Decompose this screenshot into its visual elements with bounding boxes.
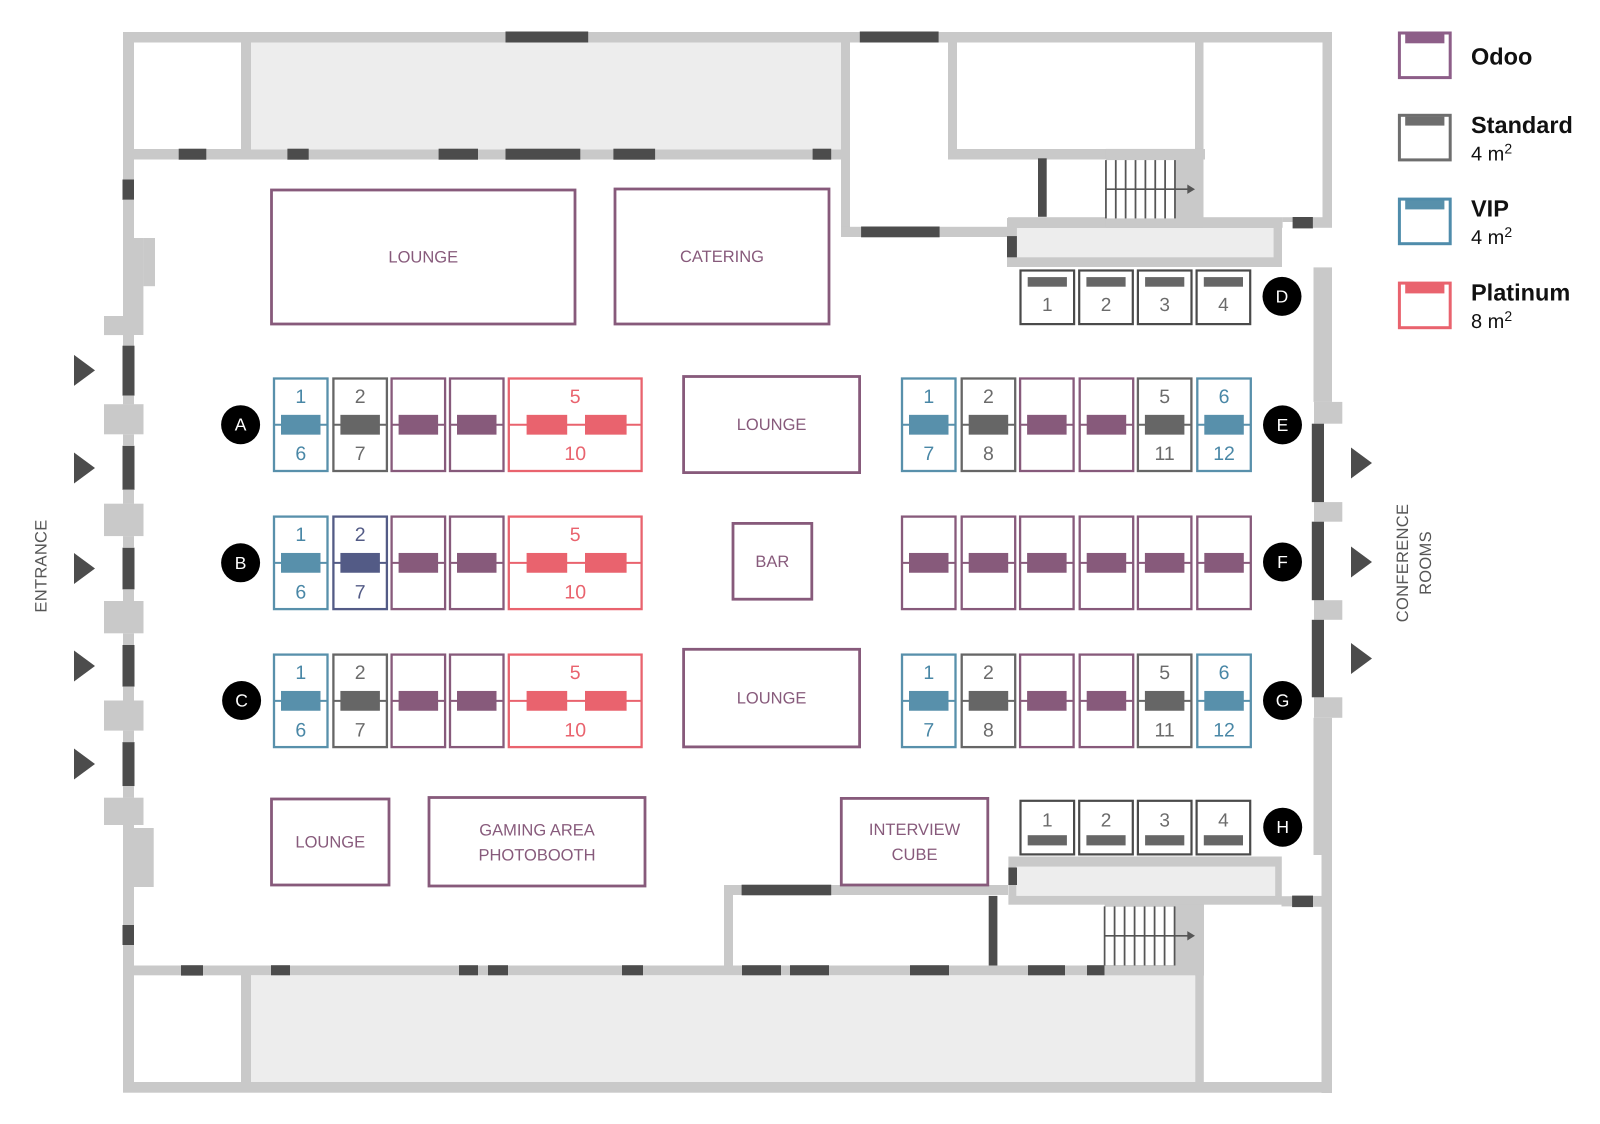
svg-text:10: 10 (564, 581, 586, 603)
svg-text:2: 2 (983, 662, 994, 684)
svg-text:12: 12 (1213, 719, 1235, 741)
svg-text:1: 1 (295, 386, 306, 408)
svg-text:5: 5 (1159, 662, 1170, 684)
svg-text:3: 3 (1159, 295, 1170, 316)
svg-text:4 m2: 4 m2 (1471, 140, 1512, 165)
svg-text:INTERVIEW: INTERVIEW (869, 821, 961, 839)
svg-text:E: E (1277, 415, 1289, 435)
svg-text:7: 7 (355, 719, 366, 741)
svg-text:7: 7 (923, 443, 934, 465)
svg-text:6: 6 (1219, 386, 1230, 408)
svg-text:8 m2: 8 m2 (1471, 308, 1512, 333)
svg-text:1: 1 (295, 524, 306, 546)
svg-text:6: 6 (295, 443, 306, 465)
svg-text:12: 12 (1213, 443, 1235, 465)
svg-text:6: 6 (295, 581, 306, 603)
svg-text:CUBE: CUBE (892, 846, 938, 864)
svg-text:H: H (1276, 817, 1289, 837)
svg-text:1: 1 (1042, 810, 1053, 831)
svg-text:4: 4 (1218, 295, 1229, 316)
svg-text:BAR: BAR (755, 553, 789, 571)
svg-text:7: 7 (355, 443, 366, 465)
svg-text:1: 1 (295, 662, 306, 684)
svg-text:Odoo: Odoo (1471, 43, 1532, 69)
svg-text:7: 7 (355, 581, 366, 603)
svg-text:B: B (235, 553, 247, 573)
svg-text:2: 2 (355, 524, 366, 546)
svg-text:8: 8 (983, 719, 994, 741)
svg-text:3: 3 (1159, 810, 1170, 831)
svg-text:11: 11 (1155, 719, 1175, 741)
svg-text:10: 10 (564, 443, 586, 465)
svg-text:2: 2 (1101, 810, 1112, 831)
svg-text:2: 2 (1101, 295, 1112, 316)
svg-text:2: 2 (355, 386, 366, 408)
svg-text:2: 2 (355, 662, 366, 684)
svg-text:PHOTOBOOTH: PHOTOBOOTH (478, 846, 595, 864)
svg-text:G: G (1276, 691, 1290, 711)
svg-text:4: 4 (1218, 810, 1229, 831)
svg-text:6: 6 (295, 719, 306, 741)
svg-text:1: 1 (923, 386, 934, 408)
svg-text:CATERING: CATERING (680, 248, 764, 266)
svg-text:Standard: Standard (1471, 112, 1573, 138)
svg-text:D: D (1276, 286, 1289, 306)
svg-text:11: 11 (1155, 443, 1175, 465)
svg-text:C: C (235, 691, 248, 711)
svg-text:10: 10 (564, 719, 586, 741)
svg-text:CONFERENCE: CONFERENCE (1394, 504, 1412, 623)
svg-text:5: 5 (1159, 386, 1170, 408)
svg-text:VIP: VIP (1471, 196, 1509, 222)
svg-text:5: 5 (570, 662, 581, 684)
svg-text:5: 5 (570, 524, 581, 546)
svg-text:1: 1 (923, 662, 934, 684)
svg-text:5: 5 (570, 386, 581, 408)
svg-text:ENTRANCE: ENTRANCE (33, 519, 51, 612)
svg-text:GAMING AREA: GAMING AREA (479, 821, 595, 839)
svg-text:1: 1 (1042, 295, 1053, 316)
svg-text:8: 8 (983, 443, 994, 465)
svg-text:ROOMS: ROOMS (1417, 531, 1435, 595)
svg-text:LOUNGE: LOUNGE (737, 690, 807, 708)
svg-text:4 m2: 4 m2 (1471, 224, 1512, 249)
svg-text:F: F (1277, 552, 1288, 572)
svg-text:LOUNGE: LOUNGE (295, 834, 365, 852)
svg-text:Platinum: Platinum (1471, 280, 1570, 306)
svg-text:2: 2 (983, 386, 994, 408)
svg-text:LOUNGE: LOUNGE (737, 416, 807, 434)
svg-text:6: 6 (1219, 662, 1230, 684)
svg-text:LOUNGE: LOUNGE (388, 249, 458, 267)
svg-text:A: A (235, 415, 247, 435)
svg-text:7: 7 (923, 719, 934, 741)
